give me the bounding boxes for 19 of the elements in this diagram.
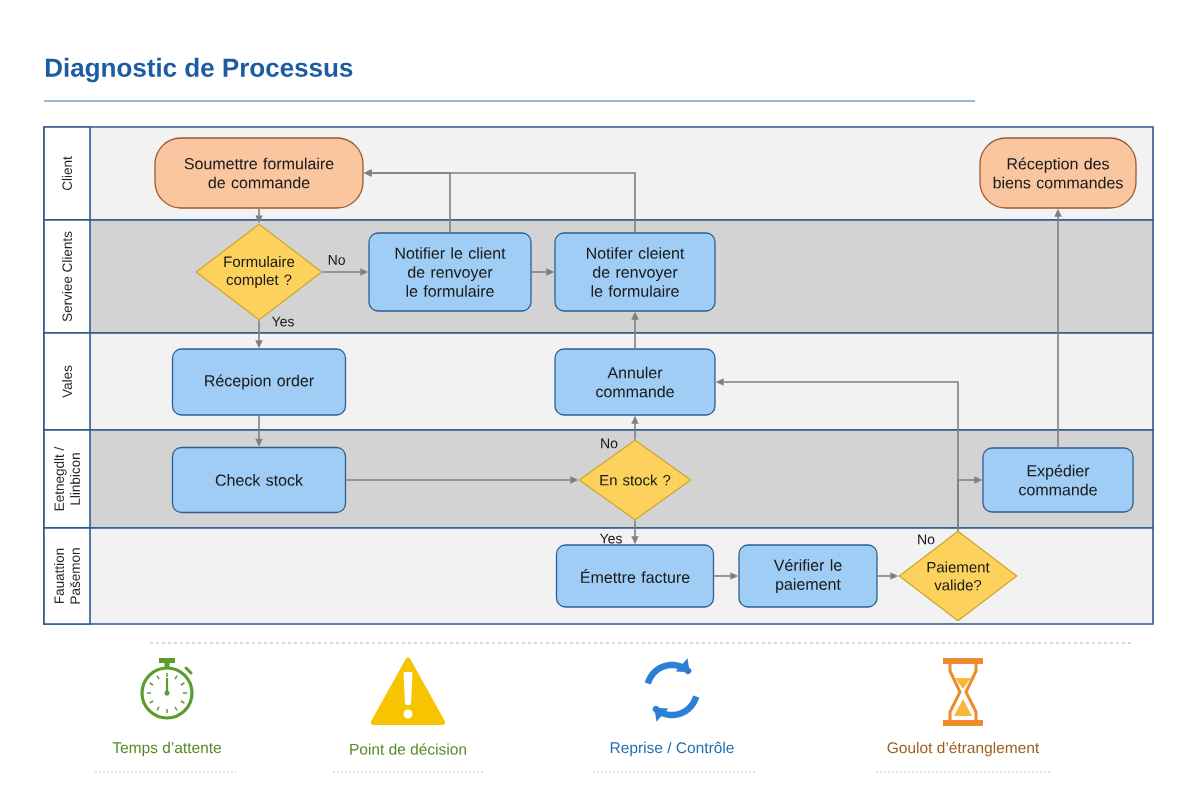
edge-label: No — [601, 438, 618, 449]
process-box: Vérifier le paiement — [738, 544, 878, 608]
process-box: Annuler commande — [554, 348, 716, 416]
edge-label: Yes — [599, 533, 622, 544]
legend-label: Point de décision — [350, 743, 466, 755]
legend-label: Temps d’attente — [112, 741, 221, 757]
legend-label: Goulot d’étranglement — [887, 741, 1040, 757]
process-box: Récepion order — [171, 348, 347, 416]
process-box: Émettre facture — [555, 544, 715, 608]
terminator-box: Soumettre formulaire de commande — [154, 137, 364, 209]
process-box: Notifer cleient de renvoyer le formulaire — [554, 232, 716, 312]
edge-label: No — [918, 534, 935, 545]
process-box: Check stock — [171, 446, 347, 514]
edge-label: No — [328, 255, 345, 265]
title: Diagnostic de Processus — [45, 57, 353, 83]
legend-label: Reprise / Contrôle — [610, 741, 734, 757]
process-box: Expédier commande — [982, 447, 1134, 513]
process-box: Notifier le client de renvoyer le formulaire — [368, 232, 532, 312]
terminator-box: Réception des biens commandes — [979, 137, 1137, 209]
